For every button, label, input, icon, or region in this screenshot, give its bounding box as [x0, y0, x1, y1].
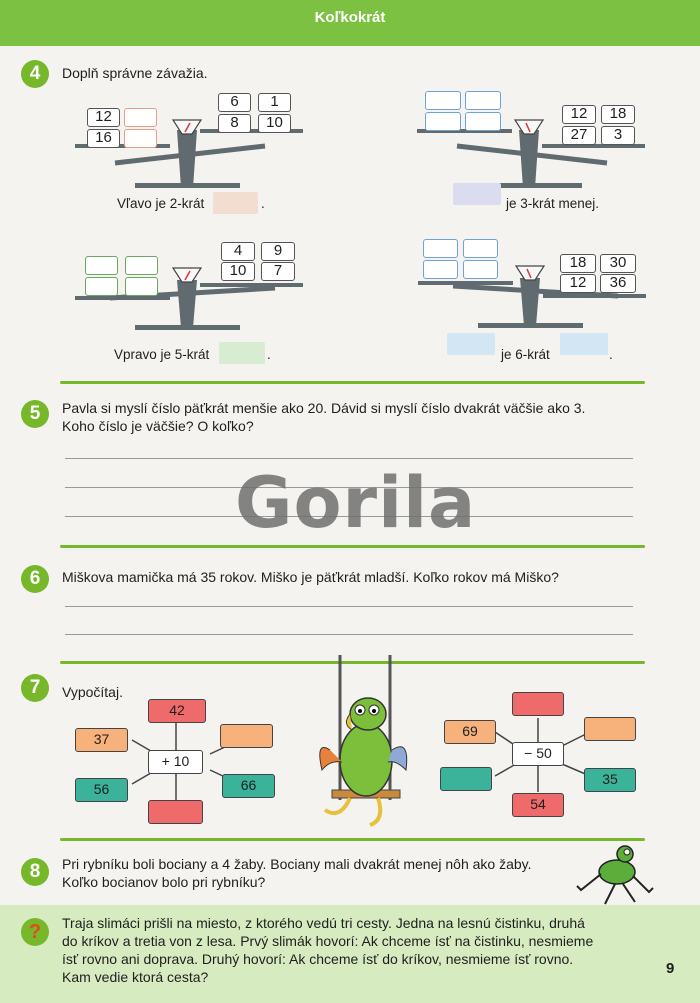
number-box: 69 — [444, 720, 496, 744]
weight-box: 12 — [562, 105, 596, 124]
riddle-text: Kam vedie ktorá cesta? — [62, 969, 209, 985]
weight-box-empty[interactable] — [85, 256, 118, 275]
weight-box: 12 — [560, 274, 596, 293]
task-number-badge: 6 — [21, 565, 49, 593]
weight-box-empty[interactable] — [124, 129, 157, 148]
balance-illustration — [417, 119, 645, 188]
weight-box: 6 — [218, 93, 251, 112]
scale-caption: je 6-krát — [501, 347, 550, 362]
scale-caption: Vľavo je 2-krát — [117, 196, 205, 211]
number-box: 54 — [512, 793, 564, 817]
weight-box: 36 — [600, 274, 636, 293]
weight-box-empty[interactable] — [465, 112, 501, 131]
weight-box: 4 — [221, 242, 255, 261]
task-number-badge: 7 — [21, 674, 49, 702]
weight-box-empty[interactable] — [125, 256, 158, 275]
balance-scale: 4 9 10 7 — [75, 240, 305, 335]
header-bar — [0, 0, 700, 46]
riddle-text: Traja slimáci prišli na miesto, z ktoréh… — [62, 915, 585, 931]
scale-caption: je 3-krát menej. — [506, 196, 600, 211]
weight-box-empty[interactable] — [425, 112, 461, 131]
task-text: Koho číslo je väčšie? O koľko? — [62, 418, 254, 434]
question-mark-icon: ? — [21, 918, 49, 946]
number-box: 37 — [75, 728, 128, 752]
weight-box-empty[interactable] — [465, 91, 501, 110]
weight-box-empty[interactable] — [463, 239, 498, 258]
weight-box-empty[interactable] — [85, 277, 118, 296]
section-divider — [60, 545, 645, 548]
weight-box: 30 — [600, 254, 636, 273]
answer-field[interactable] — [213, 192, 258, 214]
weight-box-empty[interactable] — [423, 239, 458, 258]
task-text: Koľko bocianov bolo pri rybníku? — [62, 874, 266, 890]
answer-field[interactable] — [447, 333, 495, 355]
caption-end: . — [261, 196, 265, 211]
task-instruction: Doplň správne závažia. — [62, 65, 208, 81]
weight-box: 10 — [258, 114, 291, 133]
answer-line[interactable] — [65, 487, 633, 488]
weight-box: 9 — [261, 242, 295, 261]
answer-line[interactable] — [65, 516, 633, 517]
answer-box[interactable] — [584, 717, 636, 741]
balance-scale: 18 30 12 36 — [418, 238, 648, 333]
weight-box: 10 — [221, 262, 255, 281]
task-text: Pri rybníku boli bociany a 4 žaby. Bocia… — [62, 856, 532, 872]
number-box: 42 — [148, 699, 206, 723]
weight-box-empty[interactable] — [124, 108, 157, 127]
number-box: 35 — [584, 768, 636, 792]
balance-scale: 12 18 27 3 — [417, 88, 647, 188]
weight-box-empty[interactable] — [423, 260, 458, 279]
number-box: 56 — [75, 778, 128, 802]
answer-box[interactable] — [512, 692, 564, 716]
weight-box: 8 — [218, 114, 251, 133]
caption-end: . — [267, 347, 271, 362]
operation-box: + 10 — [148, 750, 203, 774]
section-divider — [60, 838, 645, 841]
weight-box: 18 — [560, 254, 596, 273]
riddle-text: do kríkov a tretia von z lesa. Prvý slim… — [62, 933, 594, 949]
page-title: Koľkokrát — [314, 9, 386, 26]
section-divider — [60, 661, 645, 664]
page-number: 9 — [666, 960, 675, 977]
task-text: Pavla si myslí číslo päťkrát menšie ako … — [62, 400, 586, 416]
scale-caption: Vpravo je 5-krát — [114, 347, 210, 362]
weight-box-empty[interactable] — [425, 91, 461, 110]
task-number-badge: 4 — [21, 60, 49, 88]
riddle-section — [0, 905, 700, 1003]
frog-illustration — [576, 845, 654, 905]
task-number-badge: 5 — [21, 400, 49, 428]
parrot-swing-illustration — [319, 655, 408, 827]
number-box: 66 — [222, 774, 275, 798]
task-instruction: Vypočítaj. — [62, 684, 123, 700]
balance-illustration — [418, 265, 646, 328]
answer-line[interactable] — [65, 634, 633, 635]
answer-field[interactable] — [453, 183, 501, 205]
weight-box: 12 — [87, 108, 120, 127]
answer-box[interactable] — [148, 800, 203, 824]
task-text: Miškova mamička má 35 rokov. Miško je pä… — [62, 569, 559, 585]
weight-box-empty[interactable] — [463, 260, 498, 279]
weight-box: 1 — [258, 93, 291, 112]
task-number-badge: 8 — [21, 858, 49, 886]
weight-box: 27 — [562, 126, 596, 145]
watermark: Gorila — [235, 462, 477, 544]
operation-box: − 50 — [512, 742, 564, 766]
weight-box-empty[interactable] — [125, 277, 158, 296]
answer-line[interactable] — [65, 606, 633, 607]
balance-illustration — [75, 267, 303, 330]
answer-box[interactable] — [220, 724, 273, 748]
answer-box[interactable] — [440, 767, 492, 791]
balance-scale: 12 16 6 1 8 10 — [75, 88, 305, 188]
answer-field[interactable] — [560, 333, 608, 355]
weight-box: 16 — [87, 129, 120, 148]
weight-box: 3 — [601, 126, 635, 145]
caption-end: . — [609, 347, 613, 362]
answer-line[interactable] — [65, 458, 633, 459]
weight-box: 7 — [261, 262, 295, 281]
answer-field[interactable] — [219, 342, 265, 364]
section-divider — [60, 381, 645, 384]
riddle-text: ísť rovno ani doprava. Druhý hovorí: Ak … — [62, 951, 574, 967]
weight-box: 18 — [601, 105, 635, 124]
